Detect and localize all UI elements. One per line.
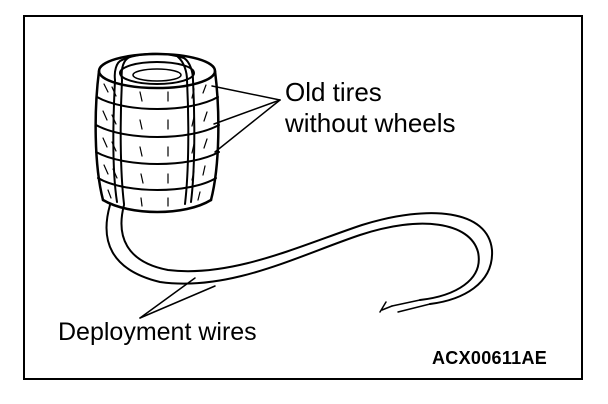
deployment-wire-illustration xyxy=(105,204,494,313)
tires-callout: Old tires without wheels xyxy=(285,77,456,139)
wires-leader-lines xyxy=(139,277,216,319)
tire-stack-illustration xyxy=(94,52,220,214)
tires-leader-lines xyxy=(211,85,281,153)
figure-code: ACX00611AE xyxy=(432,348,548,368)
tires-callout-line-1: Old tires xyxy=(285,77,382,107)
tires-callout-line-2: without wheels xyxy=(285,108,456,138)
wires-callout: Deployment wires xyxy=(58,318,257,346)
